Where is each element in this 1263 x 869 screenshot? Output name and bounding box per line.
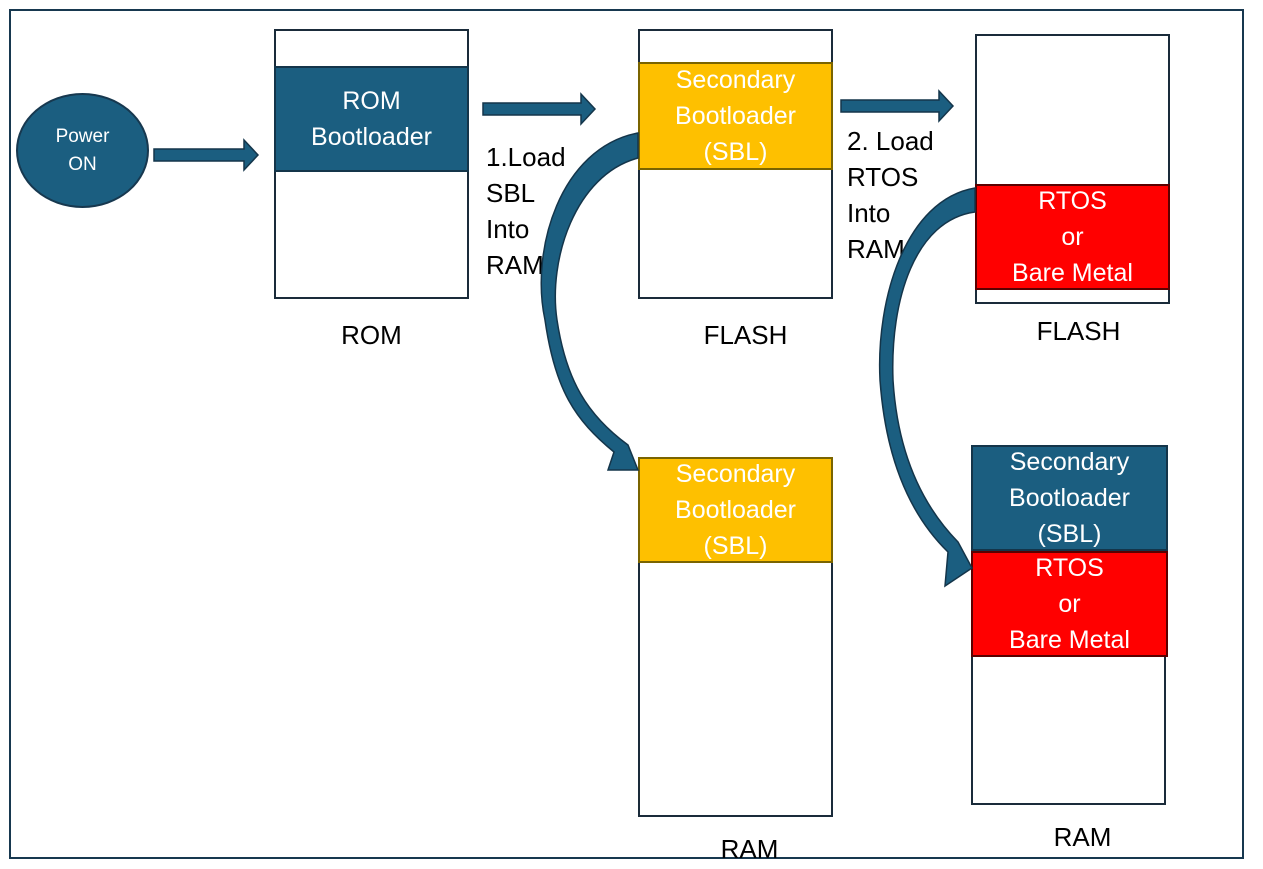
ram-2-sbl-line2: Bootloader [1009, 484, 1130, 512]
ram-2-sbl-line1: Secondary [1009, 448, 1130, 476]
flash-rtos-block: RTOS or Bare Metal [975, 184, 1170, 290]
rom-bootloader-line1: ROM [342, 87, 401, 115]
arrow-flash-to-flash [840, 89, 955, 123]
power-on-line1: Power [55, 125, 110, 147]
step-2-line2: RTOS [847, 162, 919, 192]
curved-arrow-rtos-to-ram [878, 187, 976, 588]
step-1-line4: RAM [486, 250, 544, 280]
ram-2-sbl-line3: (SBL) [1037, 520, 1102, 548]
ram-2-rtos-line2: or [1058, 590, 1081, 618]
rom-caption: ROM [341, 320, 402, 350]
flash-1-caption: FLASH [703, 320, 788, 350]
step-1-text: 1.Load SBL Into RAM [486, 139, 566, 283]
step-1-line3: Into [486, 214, 530, 244]
step-1-line2: SBL [486, 178, 536, 208]
rom-bootloader-line2: Bootloader [311, 123, 432, 151]
step-2-text: 2. Load RTOS Into RAM [847, 123, 934, 267]
power-on-line2: ON [68, 153, 97, 175]
flash-sbl-line1: Secondary [675, 66, 796, 94]
ram-1-caption: RAM [720, 834, 779, 864]
curved-arrow-sbl-to-ram [540, 132, 640, 471]
flash-sbl-block: Secondary Bootloader (SBL) [638, 62, 833, 170]
power-on-node: Power ON [16, 93, 149, 208]
flash-sbl-line2: Bootloader [675, 102, 796, 130]
flash-2-caption: FLASH [1036, 316, 1121, 346]
step-2-line4: RAM [847, 234, 905, 264]
arrow-rom-to-flash [482, 92, 597, 126]
ram-sbl-line2: Bootloader [675, 496, 796, 524]
ram-2-rtos-line3: Bare Metal [1009, 626, 1130, 654]
arrow-power-to-rom [153, 138, 260, 172]
ram-sbl-line3: (SBL) [703, 532, 768, 560]
step-1-line1: 1.Load [486, 142, 566, 172]
diagram-frame [9, 9, 1244, 859]
rom-bootloader-block: ROM Bootloader [274, 66, 469, 172]
flash-rtos-line3: Bare Metal [1012, 259, 1133, 287]
ram-2-caption: RAM [1053, 822, 1112, 852]
flash-rtos-line2: or [1061, 223, 1084, 251]
step-2-line1: 2. Load [847, 126, 934, 156]
ram-sbl-line1: Secondary [675, 460, 796, 488]
step-2-line3: Into [847, 198, 891, 228]
flash-rtos-line1: RTOS [1038, 187, 1107, 215]
ram-sbl-block: Secondary Bootloader (SBL) [638, 457, 833, 563]
ram-2-rtos-block: RTOS or Bare Metal [971, 551, 1168, 657]
flash-sbl-line3: (SBL) [703, 138, 768, 166]
ram-2-rtos-line1: RTOS [1035, 554, 1104, 582]
ram-2-sbl-block: Secondary Bootloader (SBL) [971, 445, 1168, 551]
